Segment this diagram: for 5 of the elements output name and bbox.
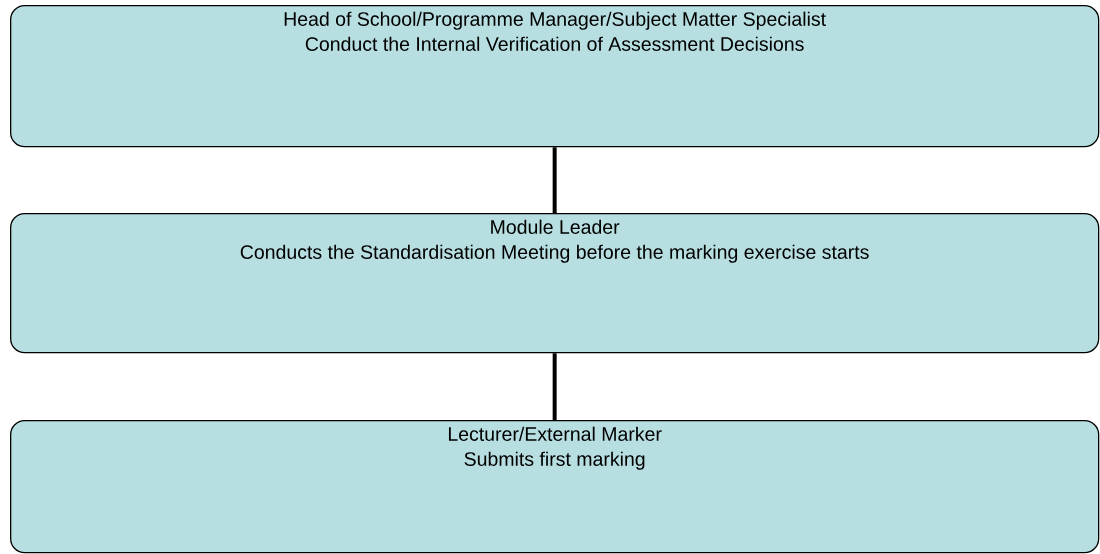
connector-line <box>552 147 557 213</box>
connector-line <box>552 353 557 420</box>
process-box: Lecturer/External Marker Submits first marking <box>10 420 1100 554</box>
process-box: Module Leader Conducts the Standardisation Meeting before the marking exercise starts <box>10 213 1100 354</box>
process-box: Head of School/Programme Manager/Subject Matter Specialist Conduct the Internal Verification of Assessment Decisions <box>10 5 1100 148</box>
